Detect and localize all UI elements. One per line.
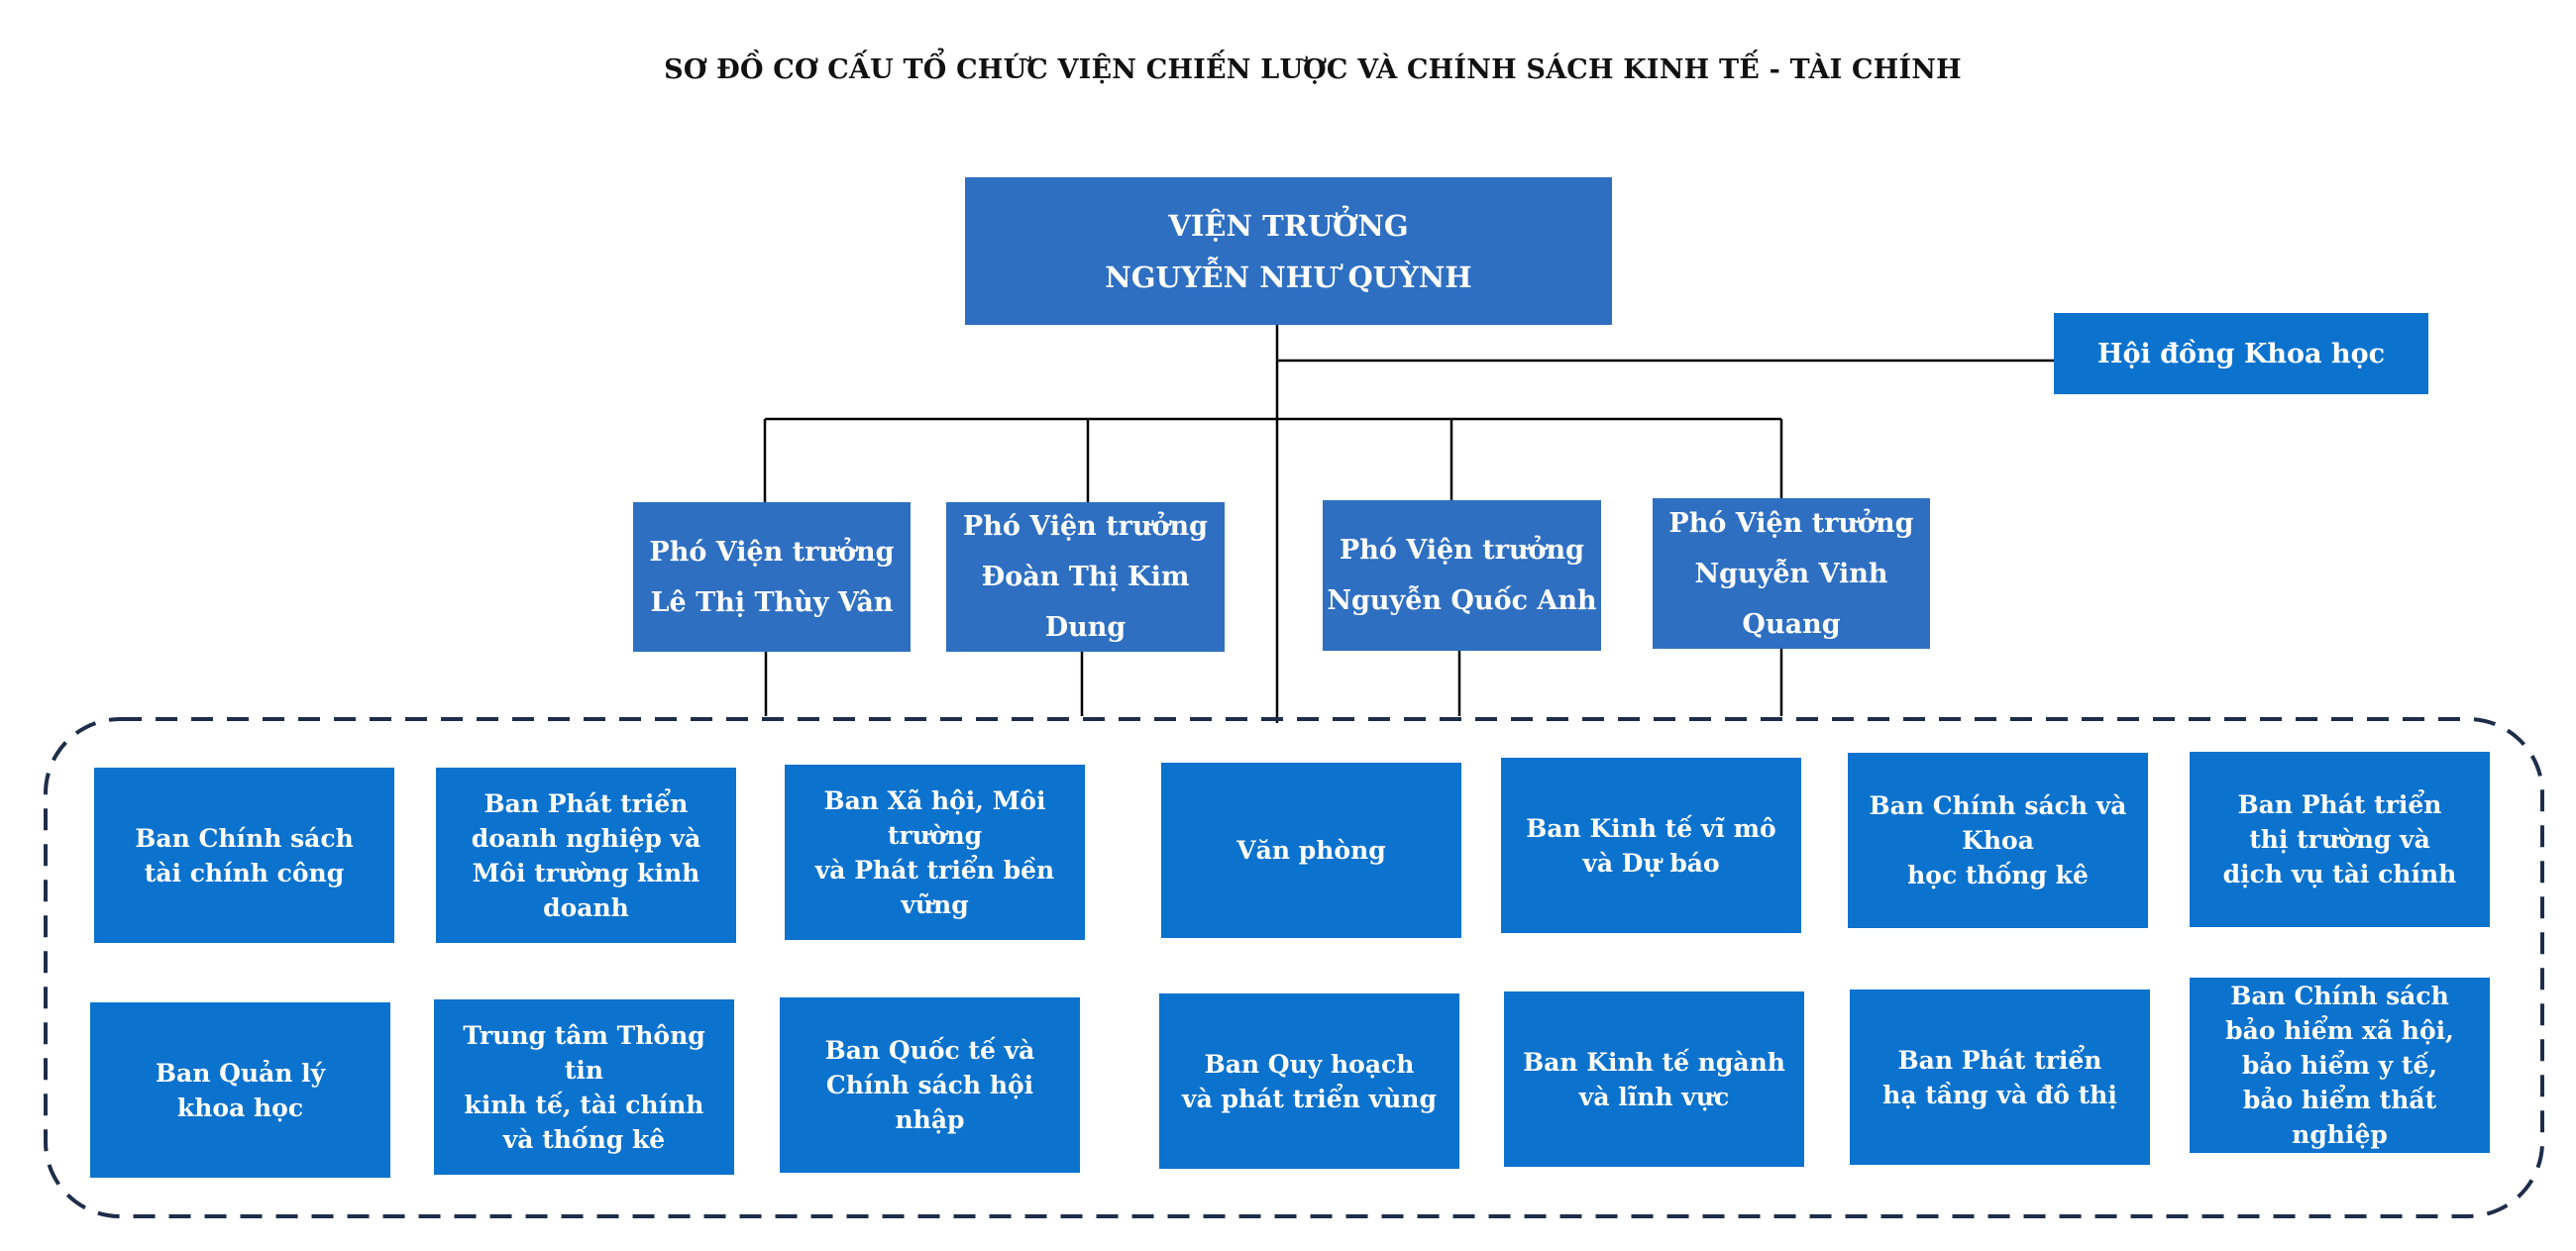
- department-line: và thống kê: [502, 1124, 666, 1154]
- deputy-role: Phó Viện trưởng: [1668, 507, 1914, 539]
- deputy-name: Lê Thị Thùy Vân: [650, 586, 894, 618]
- department-line: Ban Chính sách: [135, 823, 354, 853]
- department-line: Ban Phát triển: [1897, 1045, 2102, 1075]
- department-line: thị trường và: [2249, 825, 2430, 854]
- deputy-box: Phó Viện trưởng Nguyễn Vinh Quang: [1653, 498, 1930, 649]
- department-line: và Dự báo: [1582, 848, 1720, 878]
- director-box: VIỆN TRƯỞNG NGUYỄN NHƯ QUỲNH: [965, 177, 1612, 325]
- department-box: Ban Kinh tế ngành và lĩnh vực: [1504, 991, 1804, 1167]
- department-box: Ban Kinh tế vĩ mô và Dự báo: [1501, 758, 1801, 933]
- department-line: khoa học: [176, 1093, 304, 1122]
- department-box: Ban Chính sách và Khoa học thống kê: [1848, 753, 2148, 928]
- department-line: Chính sách hội nhập: [825, 1071, 1034, 1134]
- department-group-border: [44, 717, 2544, 1218]
- deputy-name: Nguyễn Quốc Anh: [1327, 585, 1597, 616]
- department-box: Ban Phát triển hạ tầng và đô thị: [1850, 990, 2150, 1165]
- council-box: Hội đồng Khoa học: [2054, 313, 2428, 394]
- department-line: doanh nghiệp và: [471, 823, 701, 853]
- department-box: Ban Quản lý khoa học: [90, 1002, 390, 1178]
- department-line: Ban Phát triển: [2237, 790, 2442, 819]
- deputy-box: Phó Viện trưởng Nguyễn Quốc Anh: [1323, 500, 1601, 651]
- deputy-name: Nguyễn Vinh Quang: [1694, 558, 1888, 640]
- department-line: học thống kê: [1907, 861, 2089, 889]
- department-line: Môi trường kinh doanh: [472, 858, 700, 922]
- department-line: tài chính công: [144, 858, 345, 887]
- department-line: Trung tâm Thông tin: [463, 1020, 705, 1085]
- department-box: Trung tâm Thông tin kinh tế, tài chính v…: [434, 999, 734, 1175]
- department-line: Ban Kinh tế ngành: [1523, 1047, 1785, 1077]
- department-line: Ban Quản lý: [155, 1058, 326, 1088]
- deputy-role: Phó Viện trưởng: [962, 511, 1209, 542]
- page-title: SƠ ĐỒ CƠ CẤU TỔ CHỨC VIỆN CHIẾN LƯỢC VÀ …: [664, 54, 1962, 85]
- department-box: Ban Phát triển doanh nghiệp và Môi trườn…: [436, 768, 736, 943]
- department-box: Văn phòng: [1161, 763, 1461, 938]
- department-line: bảo hiểm y tế,: [2241, 1051, 2438, 1080]
- director-role: VIỆN TRƯỞNG: [1168, 208, 1409, 243]
- department-line: Ban Kinh tế vĩ mô: [1526, 813, 1776, 843]
- department-line: Văn phòng: [1236, 836, 1386, 865]
- department-box: Ban Phát triển thị trường và dịch vụ tài…: [2190, 752, 2490, 927]
- deputy-name: Đoàn Thị Kim Dung: [981, 562, 1190, 643]
- department-box: Ban Xã hội, Môi trường và Phát triển bền…: [785, 765, 1085, 940]
- department-line: và lĩnh vực: [1578, 1082, 1730, 1111]
- department-line: kinh tế, tài chính: [464, 1090, 704, 1119]
- department-line: Ban Chính sách và Khoa: [1869, 791, 2127, 855]
- council-label: Hội đồng Khoa học: [2096, 338, 2386, 369]
- deputy-role: Phó Viện trưởng: [1339, 535, 1585, 566]
- department-line: Ban Chính sách: [2230, 982, 2449, 1010]
- department-line: Ban Xã hội, Môi trường: [823, 785, 1046, 850]
- deputy-box: Phó Viện trưởng Đoàn Thị Kim Dung: [946, 502, 1225, 652]
- department-line: bảo hiểm thất nghiệp: [2242, 1086, 2437, 1149]
- department-line: Ban Phát triển: [483, 788, 689, 818]
- department-box: Ban Quy hoạch và phát triển vùng: [1159, 993, 1459, 1169]
- department-line: và phát triển vùng: [1182, 1084, 1437, 1113]
- department-box: Ban Chính sách bảo hiểm xã hội, bảo hiểm…: [2190, 978, 2490, 1153]
- department-line: Ban Quốc tế và: [824, 1036, 1035, 1065]
- deputy-box: Phó Viện trưởng Lê Thị Thùy Vân: [633, 502, 911, 652]
- department-line: hạ tầng và đô thị: [1882, 1080, 2117, 1109]
- director-name: NGUYỄN NHƯ QUỲNH: [1105, 260, 1472, 294]
- department-box: Ban Quốc tế và Chính sách hội nhập: [780, 997, 1080, 1173]
- department-line: Ban Quy hoạch: [1204, 1049, 1415, 1079]
- deputy-role: Phó Viện trưởng: [649, 536, 895, 568]
- department-line: bảo hiểm xã hội,: [2225, 1016, 2454, 1045]
- department-box: Ban Chính sách tài chính công: [94, 768, 394, 943]
- department-line: và Phát triển bền vững: [814, 855, 1055, 919]
- department-line: dịch vụ tài chính: [2222, 860, 2457, 888]
